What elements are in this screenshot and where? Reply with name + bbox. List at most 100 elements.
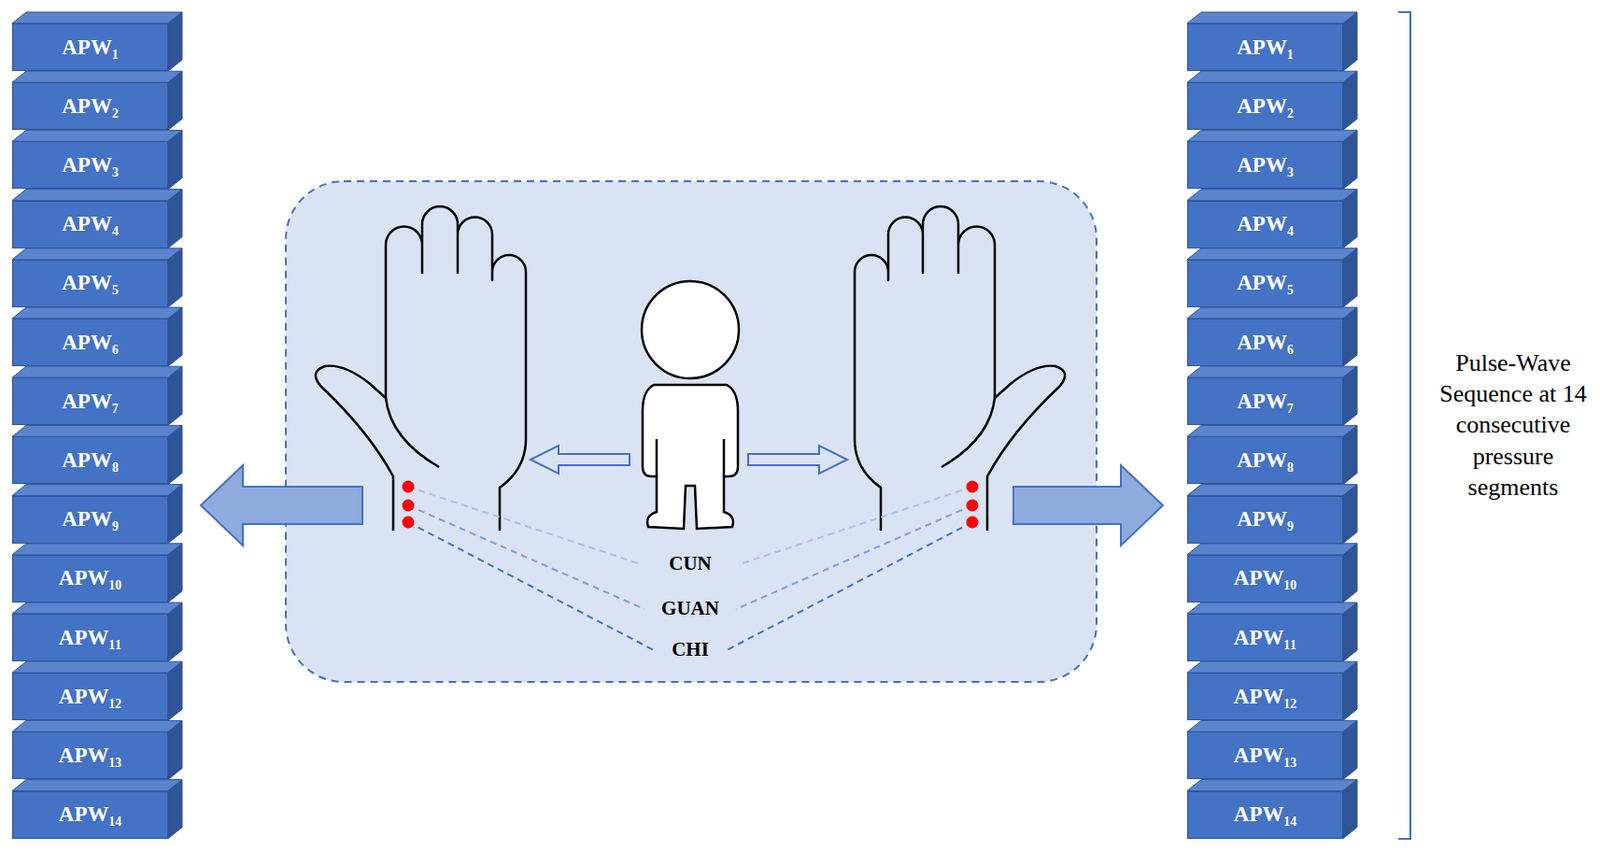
block-face bbox=[1343, 248, 1358, 308]
block-face bbox=[168, 484, 183, 544]
block-label: APW₁₁ bbox=[58, 625, 122, 651]
block-face bbox=[12, 779, 183, 792]
pulse-wave-block: APW₆ bbox=[1187, 318, 1344, 367]
block-face bbox=[1187, 424, 1358, 437]
pulse-wave-block: APW₁₃ bbox=[1187, 731, 1344, 779]
small-arrow bbox=[530, 445, 848, 474]
block-face bbox=[1343, 779, 1358, 839]
block-face bbox=[1187, 307, 1358, 319]
block-face bbox=[168, 661, 183, 721]
position-label: GUAN bbox=[634, 597, 747, 620]
block-label: APW₄ bbox=[1236, 212, 1294, 237]
pulse-wave-block: APW₉ bbox=[12, 495, 169, 544]
block-face bbox=[1187, 543, 1358, 555]
pulse-wave-block: APW₃ bbox=[12, 141, 169, 189]
block-label: APW₁₃ bbox=[58, 743, 122, 768]
block-face bbox=[1343, 661, 1358, 721]
block-face bbox=[168, 720, 183, 779]
block-face bbox=[12, 129, 183, 142]
leader-line bbox=[408, 486, 973, 651]
block-label: APW₁₄ bbox=[1233, 802, 1297, 827]
block-face bbox=[168, 12, 183, 71]
pulse-wave-block: APW₁₄ bbox=[12, 791, 169, 839]
block-face bbox=[1187, 366, 1358, 378]
block-label: APW₉ bbox=[61, 507, 119, 532]
block-face bbox=[1343, 70, 1358, 130]
block-face bbox=[1343, 424, 1358, 484]
block-face bbox=[168, 307, 183, 367]
pulse-wave-block: APW₄ bbox=[12, 200, 169, 249]
pulse-wave-block: APW₁₂ bbox=[1187, 672, 1344, 721]
block-face bbox=[1187, 779, 1358, 792]
block-face bbox=[1187, 720, 1358, 732]
block-label: APW₁₄ bbox=[58, 802, 122, 827]
block-face bbox=[1343, 366, 1358, 425]
block-face bbox=[168, 424, 183, 484]
pulse-wave-block: APW₅ bbox=[12, 259, 169, 308]
block-face bbox=[168, 129, 183, 189]
block-label: APW₆ bbox=[1236, 330, 1294, 355]
pulse-wave-block: APW₇ bbox=[12, 377, 169, 425]
position-label: CHI bbox=[634, 638, 747, 661]
side-note: Pulse-Wave Sequence at 14 consecutive pr… bbox=[1430, 347, 1597, 503]
pulse-wave-block: APW₇ bbox=[1187, 377, 1344, 425]
block-face bbox=[1343, 484, 1358, 544]
block-label: APW₁₁ bbox=[1233, 625, 1297, 651]
block-face bbox=[12, 720, 183, 732]
pulse-wave-block: APW₂ bbox=[1187, 82, 1344, 130]
block-face bbox=[12, 248, 183, 260]
pulse-wave-block: APW₆ bbox=[12, 318, 169, 367]
pulse-point bbox=[402, 481, 979, 529]
pulse-wave-block: APW₁₁ bbox=[12, 613, 169, 662]
block-face bbox=[1187, 484, 1358, 496]
block-label: APW₁₂ bbox=[58, 684, 122, 709]
block-face bbox=[168, 543, 183, 603]
block-face bbox=[168, 779, 183, 839]
block-face bbox=[1187, 12, 1358, 24]
block-face bbox=[1187, 602, 1358, 614]
block-label: APW₈ bbox=[1236, 448, 1294, 473]
block-label: APW₉ bbox=[1236, 507, 1294, 532]
block-face bbox=[1187, 129, 1358, 142]
pulse-wave-block: APW₂ bbox=[12, 82, 169, 130]
block-face bbox=[1343, 720, 1358, 779]
pulse-wave-block: APW₄ bbox=[1187, 200, 1344, 249]
block-face bbox=[1343, 307, 1358, 367]
pulse-wave-block: APW₈ bbox=[1187, 436, 1344, 484]
block-label: APW₁₂ bbox=[1233, 684, 1297, 709]
block-label: APW₁₃ bbox=[1233, 743, 1297, 768]
block-face bbox=[168, 70, 183, 130]
hand bbox=[315, 206, 526, 531]
block-label: APW₅ bbox=[61, 270, 119, 296]
block-label: APW₂ bbox=[61, 94, 119, 119]
pulse-wave-block: APW₁₂ bbox=[12, 672, 169, 721]
block-label: APW₇ bbox=[61, 389, 119, 414]
block-label: APW₁₀ bbox=[58, 566, 122, 591]
pulse-wave-block: APW₁₄ bbox=[1187, 791, 1344, 839]
block-label: APW₅ bbox=[1236, 270, 1294, 296]
block-face bbox=[12, 484, 183, 496]
pulse-wave-block: APW₃ bbox=[1187, 141, 1344, 189]
block-label: APW₄ bbox=[61, 212, 119, 237]
block-face bbox=[1343, 129, 1358, 189]
block-face bbox=[1187, 248, 1358, 260]
block-face bbox=[12, 366, 183, 378]
pulse-wave-block: APW₁₃ bbox=[12, 731, 169, 779]
block-face bbox=[12, 12, 183, 24]
pulse-wave-block: APW₈ bbox=[12, 436, 169, 484]
block-label: APW₁ bbox=[1236, 35, 1294, 60]
pulse-wave-block: APW₁₀ bbox=[12, 554, 169, 603]
block-label: APW₁ bbox=[61, 35, 119, 60]
person bbox=[641, 281, 739, 529]
block-face bbox=[168, 366, 183, 425]
block-label: APW₂ bbox=[1236, 94, 1294, 119]
pulse-wave-block: APW₁₀ bbox=[1187, 554, 1344, 603]
block-face bbox=[168, 189, 183, 249]
block-label: APW₃ bbox=[1236, 153, 1294, 178]
block-label: APW₆ bbox=[61, 330, 119, 355]
bracket bbox=[1398, 12, 1411, 839]
block-face bbox=[12, 189, 183, 201]
block-label: APW₁₀ bbox=[1233, 566, 1297, 591]
block-face bbox=[1187, 189, 1358, 201]
